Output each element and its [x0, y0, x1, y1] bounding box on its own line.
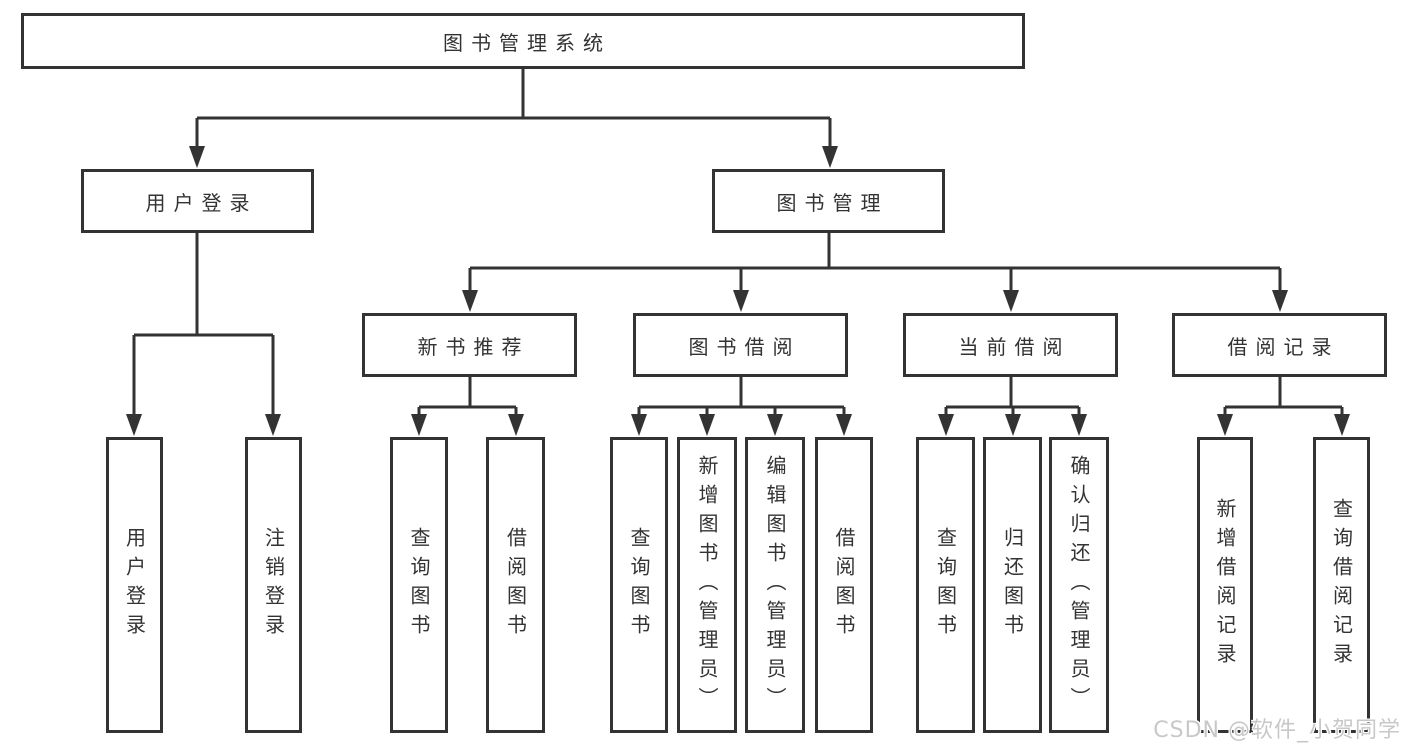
node-current-borrow: 当前借阅 — [903, 313, 1118, 377]
leaf-cb-return-books: 归还图书 — [983, 437, 1042, 733]
leaf-nb-search-books: 查询图书 — [390, 437, 448, 733]
arrowheads — [126, 146, 1350, 436]
node-book-mgmt: 图书管理 — [712, 169, 945, 233]
node-new-books: 新书推荐 — [362, 313, 577, 377]
node-user-login: 用户登录 — [81, 169, 314, 233]
node-book-borrow: 图书借阅 — [633, 313, 848, 377]
leaf-bb-borrow-books: 借阅图书 — [815, 437, 873, 733]
leaf-bb-edit-books-admin: 编辑图书（管理员） — [745, 437, 805, 733]
leaf-nb-borrow-books: 借阅图书 — [486, 437, 545, 733]
leaf-cb-confirm-return-admin: 确认归还（管理员） — [1049, 437, 1109, 733]
leaf-br-search-record: 查询借阅记录 — [1313, 437, 1370, 733]
node-root: 图书管理系统 — [21, 13, 1025, 69]
leaf-logout: 注销登录 — [245, 437, 302, 733]
leaf-bb-add-books-admin: 新增图书（管理员） — [677, 437, 737, 733]
node-borrow-records: 借阅记录 — [1172, 313, 1387, 377]
leaf-user-login: 用户登录 — [106, 437, 163, 733]
leaf-cb-search-books: 查询图书 — [916, 437, 975, 733]
leaf-br-add-record: 新增借阅记录 — [1197, 437, 1253, 733]
leaf-bb-search-books: 查询图书 — [610, 437, 668, 733]
watermark: CSDN @软件_小贺同学 — [1153, 718, 1401, 743]
